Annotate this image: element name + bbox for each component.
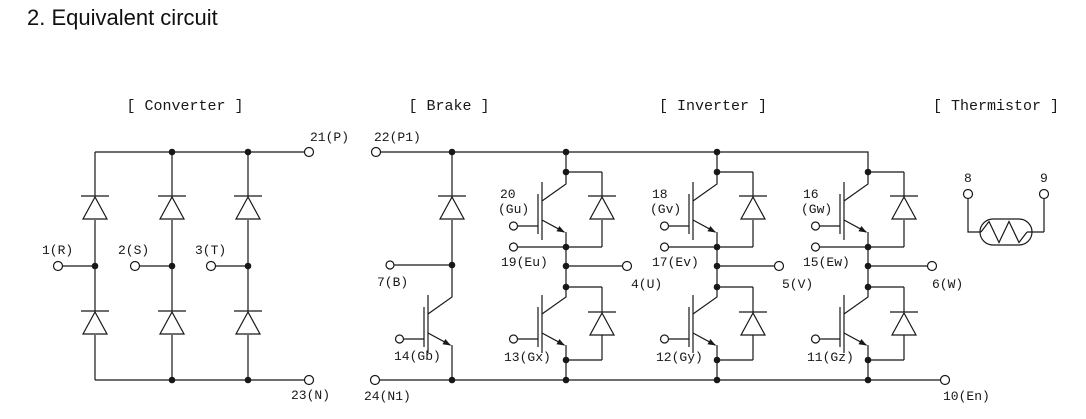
label-gv: (Gv) (650, 202, 681, 217)
diode-symbol (889, 311, 919, 336)
label-20: 20 (500, 187, 516, 202)
page-title: 2. Equivalent circuit (27, 5, 218, 30)
junction-dots (562, 168, 570, 384)
label-10-en: 10(En) (943, 389, 990, 404)
diode-symbol (738, 195, 768, 220)
converter-wires (62, 151, 305, 381)
label-13-gx: 13(Gx) (504, 350, 551, 365)
label-14-gb: 14(Gb) (394, 349, 441, 364)
diode-symbol (587, 311, 617, 336)
inverter-w-leg (810, 168, 938, 384)
diode-symbol (80, 310, 110, 335)
diode-symbol (437, 195, 467, 220)
terminal-15-ew (810, 242, 821, 252)
terminal-23-n (303, 374, 315, 386)
label-15-ew: 15(Ew) (803, 255, 850, 270)
converter-section (52, 146, 315, 386)
terminal-17-ev (659, 242, 670, 252)
label-6-w: 6(W) (932, 277, 963, 292)
terminal-7-b (385, 260, 395, 270)
label-3-t: 3(T) (195, 243, 226, 258)
terminal-10-en (939, 374, 951, 386)
diode-symbol (738, 311, 768, 336)
section-header-thermistor: [ Thermistor ] (933, 98, 1059, 115)
dc-plus-rail (380, 151, 869, 172)
label-4-u: 4(U) (631, 277, 662, 292)
igbt-symbol (820, 285, 868, 360)
label-9: 9 (1040, 171, 1048, 186)
section-header-inverter: [ Inverter ] (659, 98, 767, 115)
diode-symbol (157, 310, 187, 335)
diode-symbol (889, 195, 919, 220)
diode-symbol (587, 195, 617, 220)
terminal-22-p1 (370, 146, 382, 158)
label-16: 16 (803, 187, 819, 202)
label-7-b: 7(B) (377, 275, 408, 290)
inverter-v-leg (659, 152, 785, 384)
u-leg-wires (517, 152, 623, 380)
terminal-24-n1 (369, 374, 381, 386)
w-leg-wires (819, 171, 928, 380)
terminal-3-t (205, 260, 217, 272)
label-2-s: 2(S) (118, 243, 149, 258)
terminal-18-gv (659, 221, 670, 231)
terminal-21-p (303, 146, 315, 158)
terminal-8 (962, 188, 974, 200)
terminal-11-gz (810, 334, 821, 344)
diode-symbol (233, 310, 263, 335)
label-24-n1: 24(N1) (364, 389, 411, 404)
label-21-p: 21(P) (310, 130, 349, 145)
v-leg-wires (668, 152, 775, 380)
junction-dots (713, 168, 721, 384)
brake-section (385, 152, 467, 384)
label-23-n: 23(N) (291, 388, 330, 403)
label-1-r: 1(R) (42, 243, 73, 258)
terminal-4-u (621, 260, 633, 272)
terminal-20-gu (508, 221, 519, 231)
terminal-5-v (773, 260, 785, 272)
label-18: 18 (652, 187, 668, 202)
brake-wires (394, 152, 453, 380)
diode-symbol (233, 195, 263, 220)
terminal-9 (1038, 188, 1050, 200)
label-5-v: 5(V) (782, 277, 813, 292)
junction-dots (864, 168, 872, 384)
igbt-symbol (669, 285, 717, 360)
inverter-u-leg (508, 152, 633, 384)
diode-symbol (80, 195, 110, 220)
terminal-1-r (52, 260, 64, 272)
terminal-14-gb (394, 334, 405, 344)
terminal-12-gy (659, 334, 670, 344)
terminal-6-w (926, 260, 938, 272)
label-19-eu: 19(Eu) (501, 255, 548, 270)
label-gw: (Gw) (801, 202, 832, 217)
thermistor-section (962, 188, 1050, 246)
igbt-symbol (518, 285, 566, 360)
thermistor-symbol (979, 218, 1033, 246)
label-12-gy: 12(Gy) (656, 350, 703, 365)
terminal-13-gx (508, 334, 519, 344)
label-17-ev: 17(Ev) (652, 255, 699, 270)
terminal-16-gw (810, 221, 821, 231)
label-8: 8 (964, 171, 972, 186)
terminal-2-s (129, 260, 141, 272)
terminal-19-eu (508, 242, 519, 252)
section-header-brake: [ Brake ] (408, 98, 489, 115)
junction-dots (448, 261, 456, 384)
label-gu: (Gu) (498, 202, 529, 217)
diode-symbol (157, 195, 187, 220)
junction-dots (91, 148, 252, 384)
label-11-gz: 11(Gz) (807, 350, 854, 365)
section-header-converter: [ Converter ] (126, 98, 243, 115)
label-22-p1: 22(P1) (374, 130, 421, 145)
thermistor-wires (967, 198, 1045, 233)
